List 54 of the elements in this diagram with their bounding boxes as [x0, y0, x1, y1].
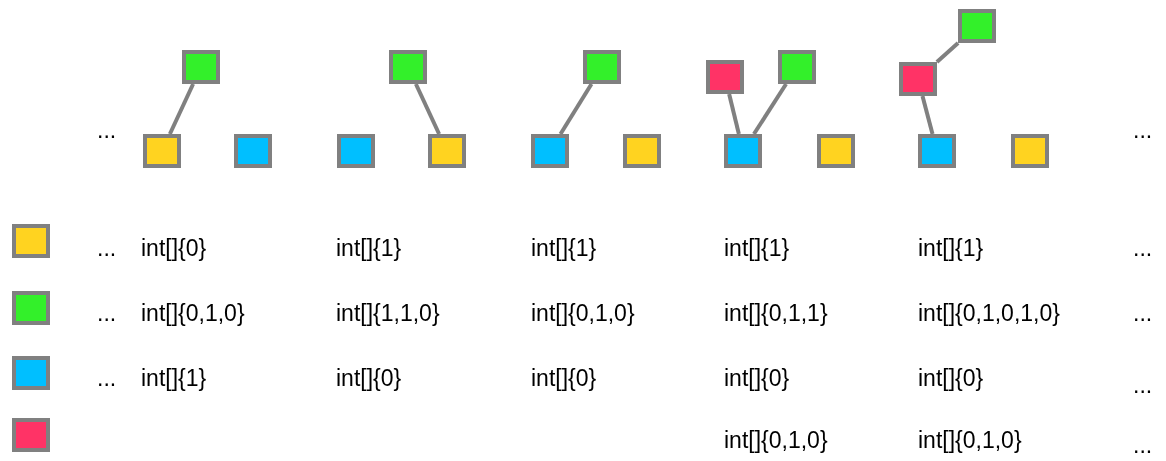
- square-marker: [182, 50, 220, 84]
- cell-text: int[]{1}: [531, 235, 597, 261]
- square-marker: [958, 9, 996, 43]
- cell-text: int[]{0,1,0}: [724, 427, 828, 453]
- cell-text: int[]{1,1,0}: [336, 300, 440, 326]
- square-marker: [389, 50, 427, 84]
- square-marker: [12, 291, 50, 325]
- square-marker: [12, 356, 50, 390]
- square-marker: [1011, 134, 1049, 168]
- square-marker: [143, 134, 181, 168]
- cell-text: ...: [1133, 235, 1153, 261]
- square-marker: [531, 134, 569, 168]
- cell-text: int[]{0,1,0,1,0}: [918, 300, 1060, 326]
- square-marker: [234, 134, 272, 168]
- cell-text: int[]{0}: [141, 235, 207, 261]
- connector-line: [752, 82, 788, 136]
- connector-line: [414, 83, 441, 135]
- cell-text: int[]{1}: [141, 365, 207, 391]
- cell-text: int[]{0}: [336, 365, 402, 391]
- cell-text: ...: [1133, 432, 1153, 458]
- connector-line: [168, 83, 195, 135]
- cell-text: int[]{0}: [531, 365, 597, 391]
- connector-line: [920, 95, 935, 135]
- square-marker: [778, 50, 816, 84]
- square-marker: [428, 134, 466, 168]
- cell-text: ...: [97, 300, 117, 326]
- cell-text: ...: [97, 117, 117, 143]
- cell-text: int[]{0,1,0}: [531, 300, 635, 326]
- cell-text: int[]{1}: [336, 235, 402, 261]
- connector-line: [727, 93, 741, 135]
- square-marker: [706, 60, 744, 94]
- cell-text: ...: [1133, 117, 1153, 143]
- connector-line: [935, 41, 960, 64]
- cell-text: int[]{0,1,0}: [141, 300, 245, 326]
- cell-text: int[]{0,1,0}: [918, 427, 1022, 453]
- cell-text: int[]{1}: [724, 235, 790, 261]
- cell-text: int[]{0}: [918, 365, 984, 391]
- cell-text: int[]{1}: [918, 235, 984, 261]
- cell-text: ...: [1133, 372, 1153, 398]
- square-marker: [12, 224, 50, 258]
- square-marker: [337, 134, 375, 168]
- square-marker: [817, 134, 855, 168]
- cell-text: ...: [1133, 300, 1153, 326]
- square-marker: [583, 50, 621, 84]
- square-marker: [899, 62, 937, 96]
- connector-line: [558, 82, 594, 136]
- cell-text: int[]{0}: [724, 365, 790, 391]
- cell-text: int[]{0,1,1}: [724, 300, 828, 326]
- square-marker: [918, 134, 956, 168]
- square-marker: [724, 134, 762, 168]
- cell-text: ...: [97, 365, 117, 391]
- square-marker: [12, 418, 50, 452]
- cell-text: ...: [97, 235, 117, 261]
- square-marker: [623, 134, 661, 168]
